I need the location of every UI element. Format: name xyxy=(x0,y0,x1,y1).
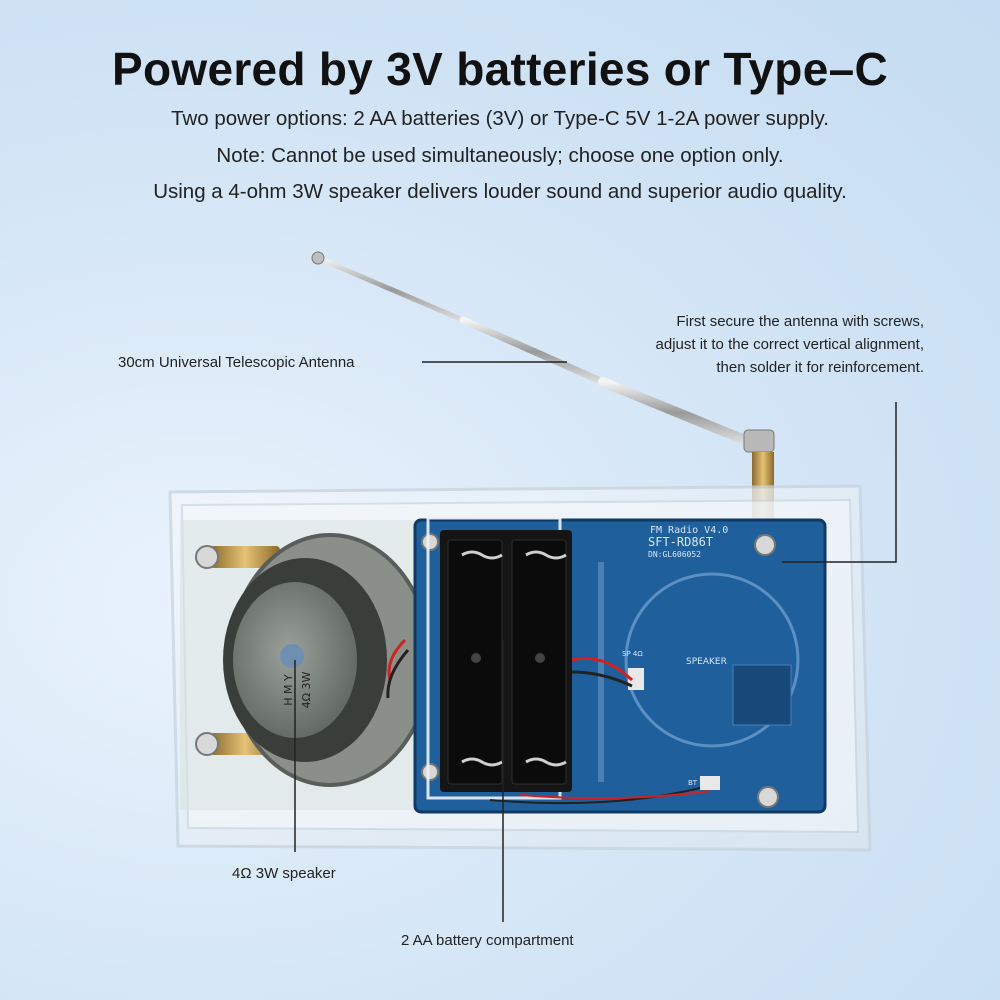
wires xyxy=(386,638,711,805)
antenna-mounting-line-3: then solder it for reinforcement. xyxy=(716,359,924,376)
antenna-mounting-line-2: adjust it to the correct vertical alignm… xyxy=(655,336,924,353)
speaker-rating-text: 4Ω 3W xyxy=(300,671,313,708)
speaker-brand-text: H M Y xyxy=(282,674,295,706)
speaker-callout: 4Ω 3W speaker xyxy=(232,865,336,882)
pcb-speaker-label: SPEAKER xyxy=(686,657,727,667)
battery-holder xyxy=(426,516,572,800)
pcb-sp-label: SP 4Ω xyxy=(622,650,643,658)
page-title: Powered by 3V batteries or Type–C xyxy=(112,43,888,95)
speaker-quality-line: Using a 4-ohm 3W speaker delivers louder… xyxy=(153,180,847,203)
pcb-label-3: DN:GL606052 xyxy=(648,550,701,559)
antenna-callout: 30cm Universal Telescopic Antenna xyxy=(118,354,355,371)
antenna-mounting-callout: First secure the antenna with screws, ad… xyxy=(564,310,924,379)
battery-callout: 2 AA battery compartment xyxy=(401,932,574,949)
pcb-label-2: SFT-RD86T xyxy=(648,535,713,549)
power-options-line: Two power options: 2 AA batteries (3V) o… xyxy=(171,107,829,130)
note-line: Note: Cannot be used simultaneously; cho… xyxy=(216,144,784,167)
antenna-mounting-line-1: First secure the antenna with screws, xyxy=(676,313,924,330)
pcb-bt-label: BT xyxy=(688,779,698,787)
pcb-label-1: FM Radio V4.0 xyxy=(650,525,728,536)
callout-lines xyxy=(294,361,897,922)
